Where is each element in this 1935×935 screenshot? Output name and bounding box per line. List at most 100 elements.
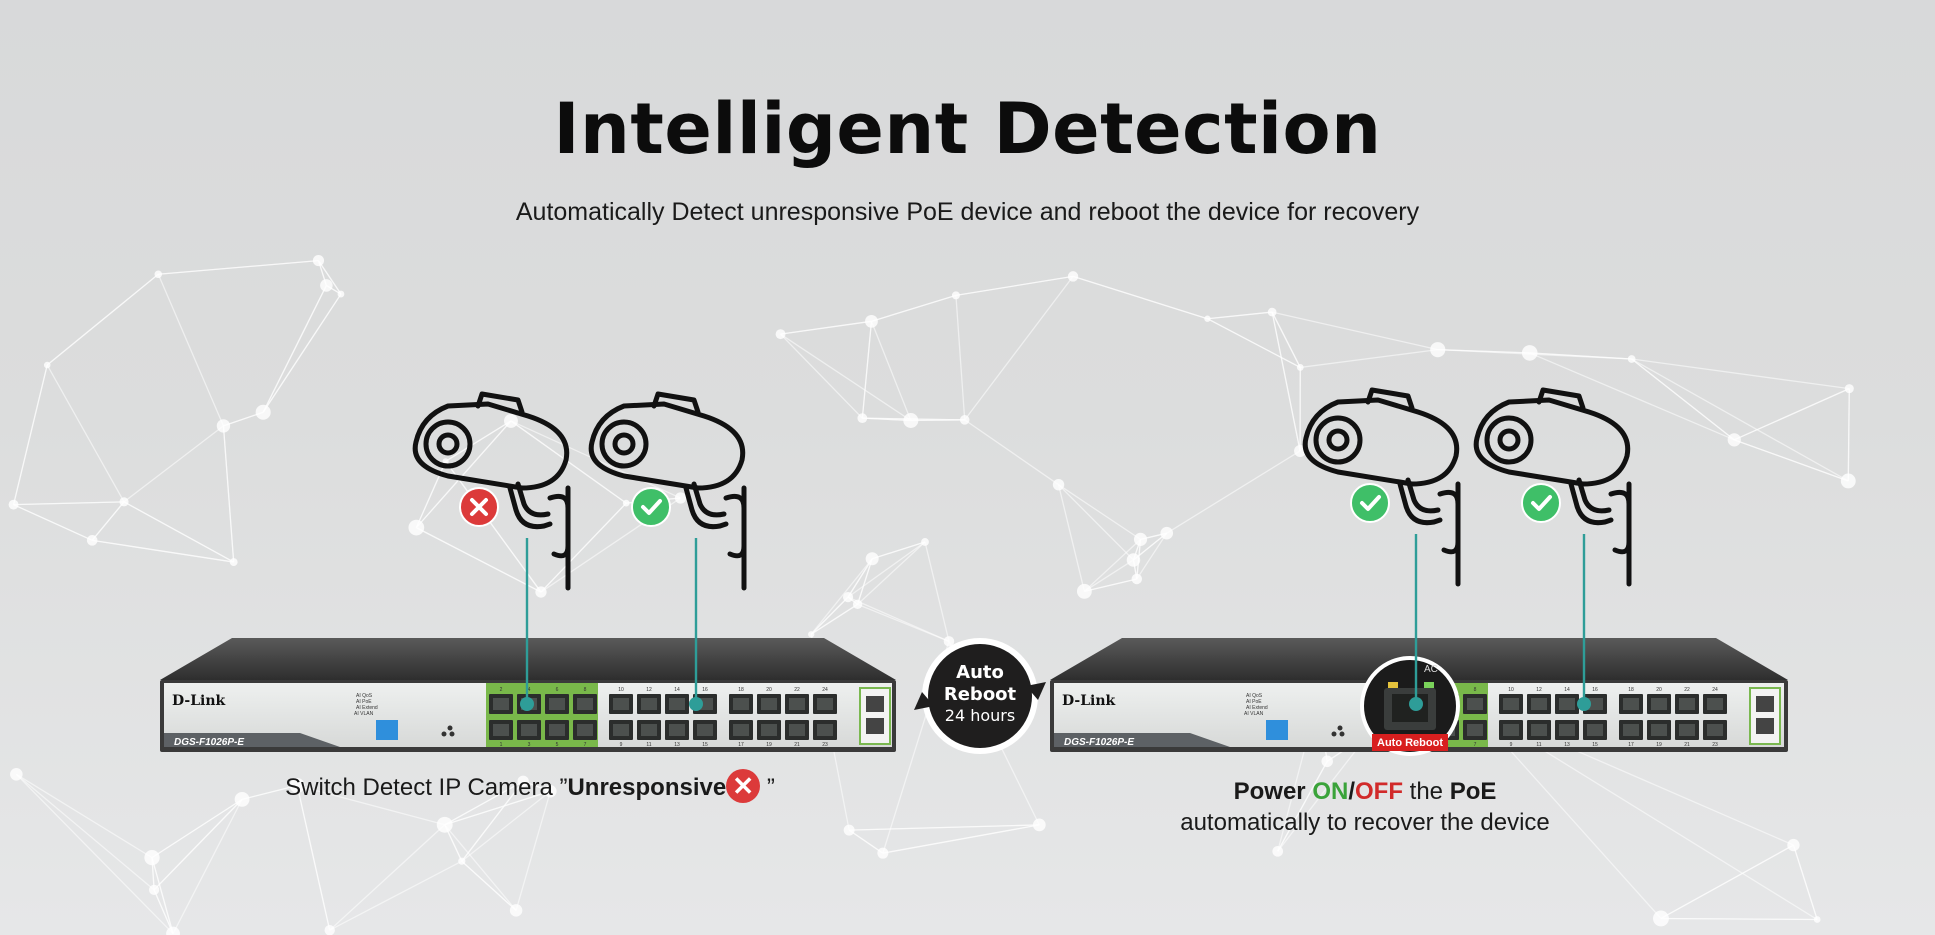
network-node [154,270,163,279]
svg-text:AI QoS: AI QoS [1246,693,1263,699]
svg-text:AI PoE: AI PoE [1246,699,1262,705]
network-node [119,497,129,507]
ethernet-port-socket [493,698,509,710]
port-number: 6 [556,687,559,693]
ethernet-port-socket [613,724,629,736]
network-node [312,255,325,267]
ethernet-port-socket [1651,724,1667,736]
ethernet-port-socket [733,724,749,736]
ethernet-port-socket [1531,698,1547,710]
ethernet-port-socket [669,698,685,710]
port-number: 20 [1656,687,1662,693]
network-node [324,925,335,935]
caption-line2: automatically to recover the device [1180,809,1550,836]
ethernet-port-socket [521,724,537,736]
port-number: 19 [1656,742,1662,748]
network-node [1032,818,1046,832]
network-node [1052,478,1065,491]
port-number: 16 [702,687,708,693]
port-number: 19 [766,742,772,748]
ethernet-port-socket [1503,698,1519,710]
network-node [808,631,815,638]
network-node [921,538,929,546]
port-number: 23 [1712,742,1718,748]
network-node [674,492,687,504]
port-number: 2 [500,687,503,693]
network-node [216,419,231,433]
network-node [436,816,453,833]
caption-the: the [1402,778,1450,805]
network-node [320,279,333,292]
port-number: 8 [1474,687,1477,693]
ethernet-port-socket [1467,698,1483,710]
ethernet-port-socket [641,698,657,710]
ethernet-port-socket [697,724,713,736]
left-caption: Switch Detect IP Camera ”Unresponsive✕ ” [200,768,860,803]
mode-labels: AI QoS AI PoE AI Extend AI VLAN [1244,693,1268,717]
ethernet-port-socket [1531,724,1547,736]
svg-text:24 hours: 24 hours [945,706,1015,725]
ethernet-port-socket [733,698,749,710]
sfp-port [1756,696,1774,712]
network-node [544,785,557,798]
brand-logo: D-Link [1062,693,1116,709]
svg-text:AC: AC [1424,664,1438,675]
network-node [1321,755,1333,768]
ethernet-port-socket [613,698,629,710]
port-number: 12 [646,687,652,693]
port-number: 22 [1684,687,1690,693]
network-node [865,552,879,566]
port-number: 10 [618,687,624,693]
network-node [622,499,630,507]
cables [525,534,1586,704]
led-icon [441,731,447,737]
network-node [144,849,160,866]
ethernet-port-socket [669,724,685,736]
network-node [442,458,449,465]
right-caption: Power ON/OFF the PoE automatically to re… [1080,776,1650,838]
led-icon [447,725,453,731]
network-node [166,926,180,935]
network-node [535,586,547,598]
caption-off: OFF [1354,778,1403,805]
network-node [1840,473,1856,489]
svg-text:Auto: Auto [956,662,1004,683]
dip-switch [376,720,398,740]
svg-text:Auto Reboot: Auto Reboot [1377,737,1443,749]
model-label: DGS-F1026P-E [1064,737,1134,748]
port-number: 10 [1508,687,1514,693]
port-number: 7 [584,742,587,748]
left-caption-prefix: Switch Detect IP Camera ” [285,774,568,801]
ethernet-port-socket [817,724,833,736]
security-camera-icon [1302,387,1461,587]
network-node [943,636,955,647]
port-number: 11 [1536,742,1541,748]
svg-text:AI VLAN: AI VLAN [1244,711,1264,717]
led-icon [1331,731,1337,737]
caption-poe: PoE [1449,778,1497,805]
network-node [1627,355,1636,363]
port-number: 24 [1712,687,1718,693]
port-number: 23 [822,742,828,748]
network-node [1727,433,1741,447]
network-node [1787,838,1800,852]
ethernet-port-socket [1707,698,1723,710]
ethernet-port-socket [1467,724,1483,736]
switch-left: D-Link DGS-F1026P-E AI QoS AI PoE AI Ext… [160,638,896,752]
network-node [843,824,855,836]
brand-logo: D-Link [172,693,226,709]
network-node [1076,583,1092,599]
led-icon [449,731,455,737]
svg-text:AI PoE: AI PoE [356,699,372,705]
refresh-icon [914,692,934,710]
svg-text:AI QoS: AI QoS [356,693,373,699]
network-node [1844,384,1854,394]
security-camera-icon [1473,387,1632,587]
ethernet-port-socket [789,698,805,710]
left-caption-suffix: ” [760,774,775,801]
network-node [1430,342,1446,358]
port-number: 1 [500,742,503,748]
left-caption-bold: Unresponsive [567,774,727,801]
network-node [458,857,466,865]
